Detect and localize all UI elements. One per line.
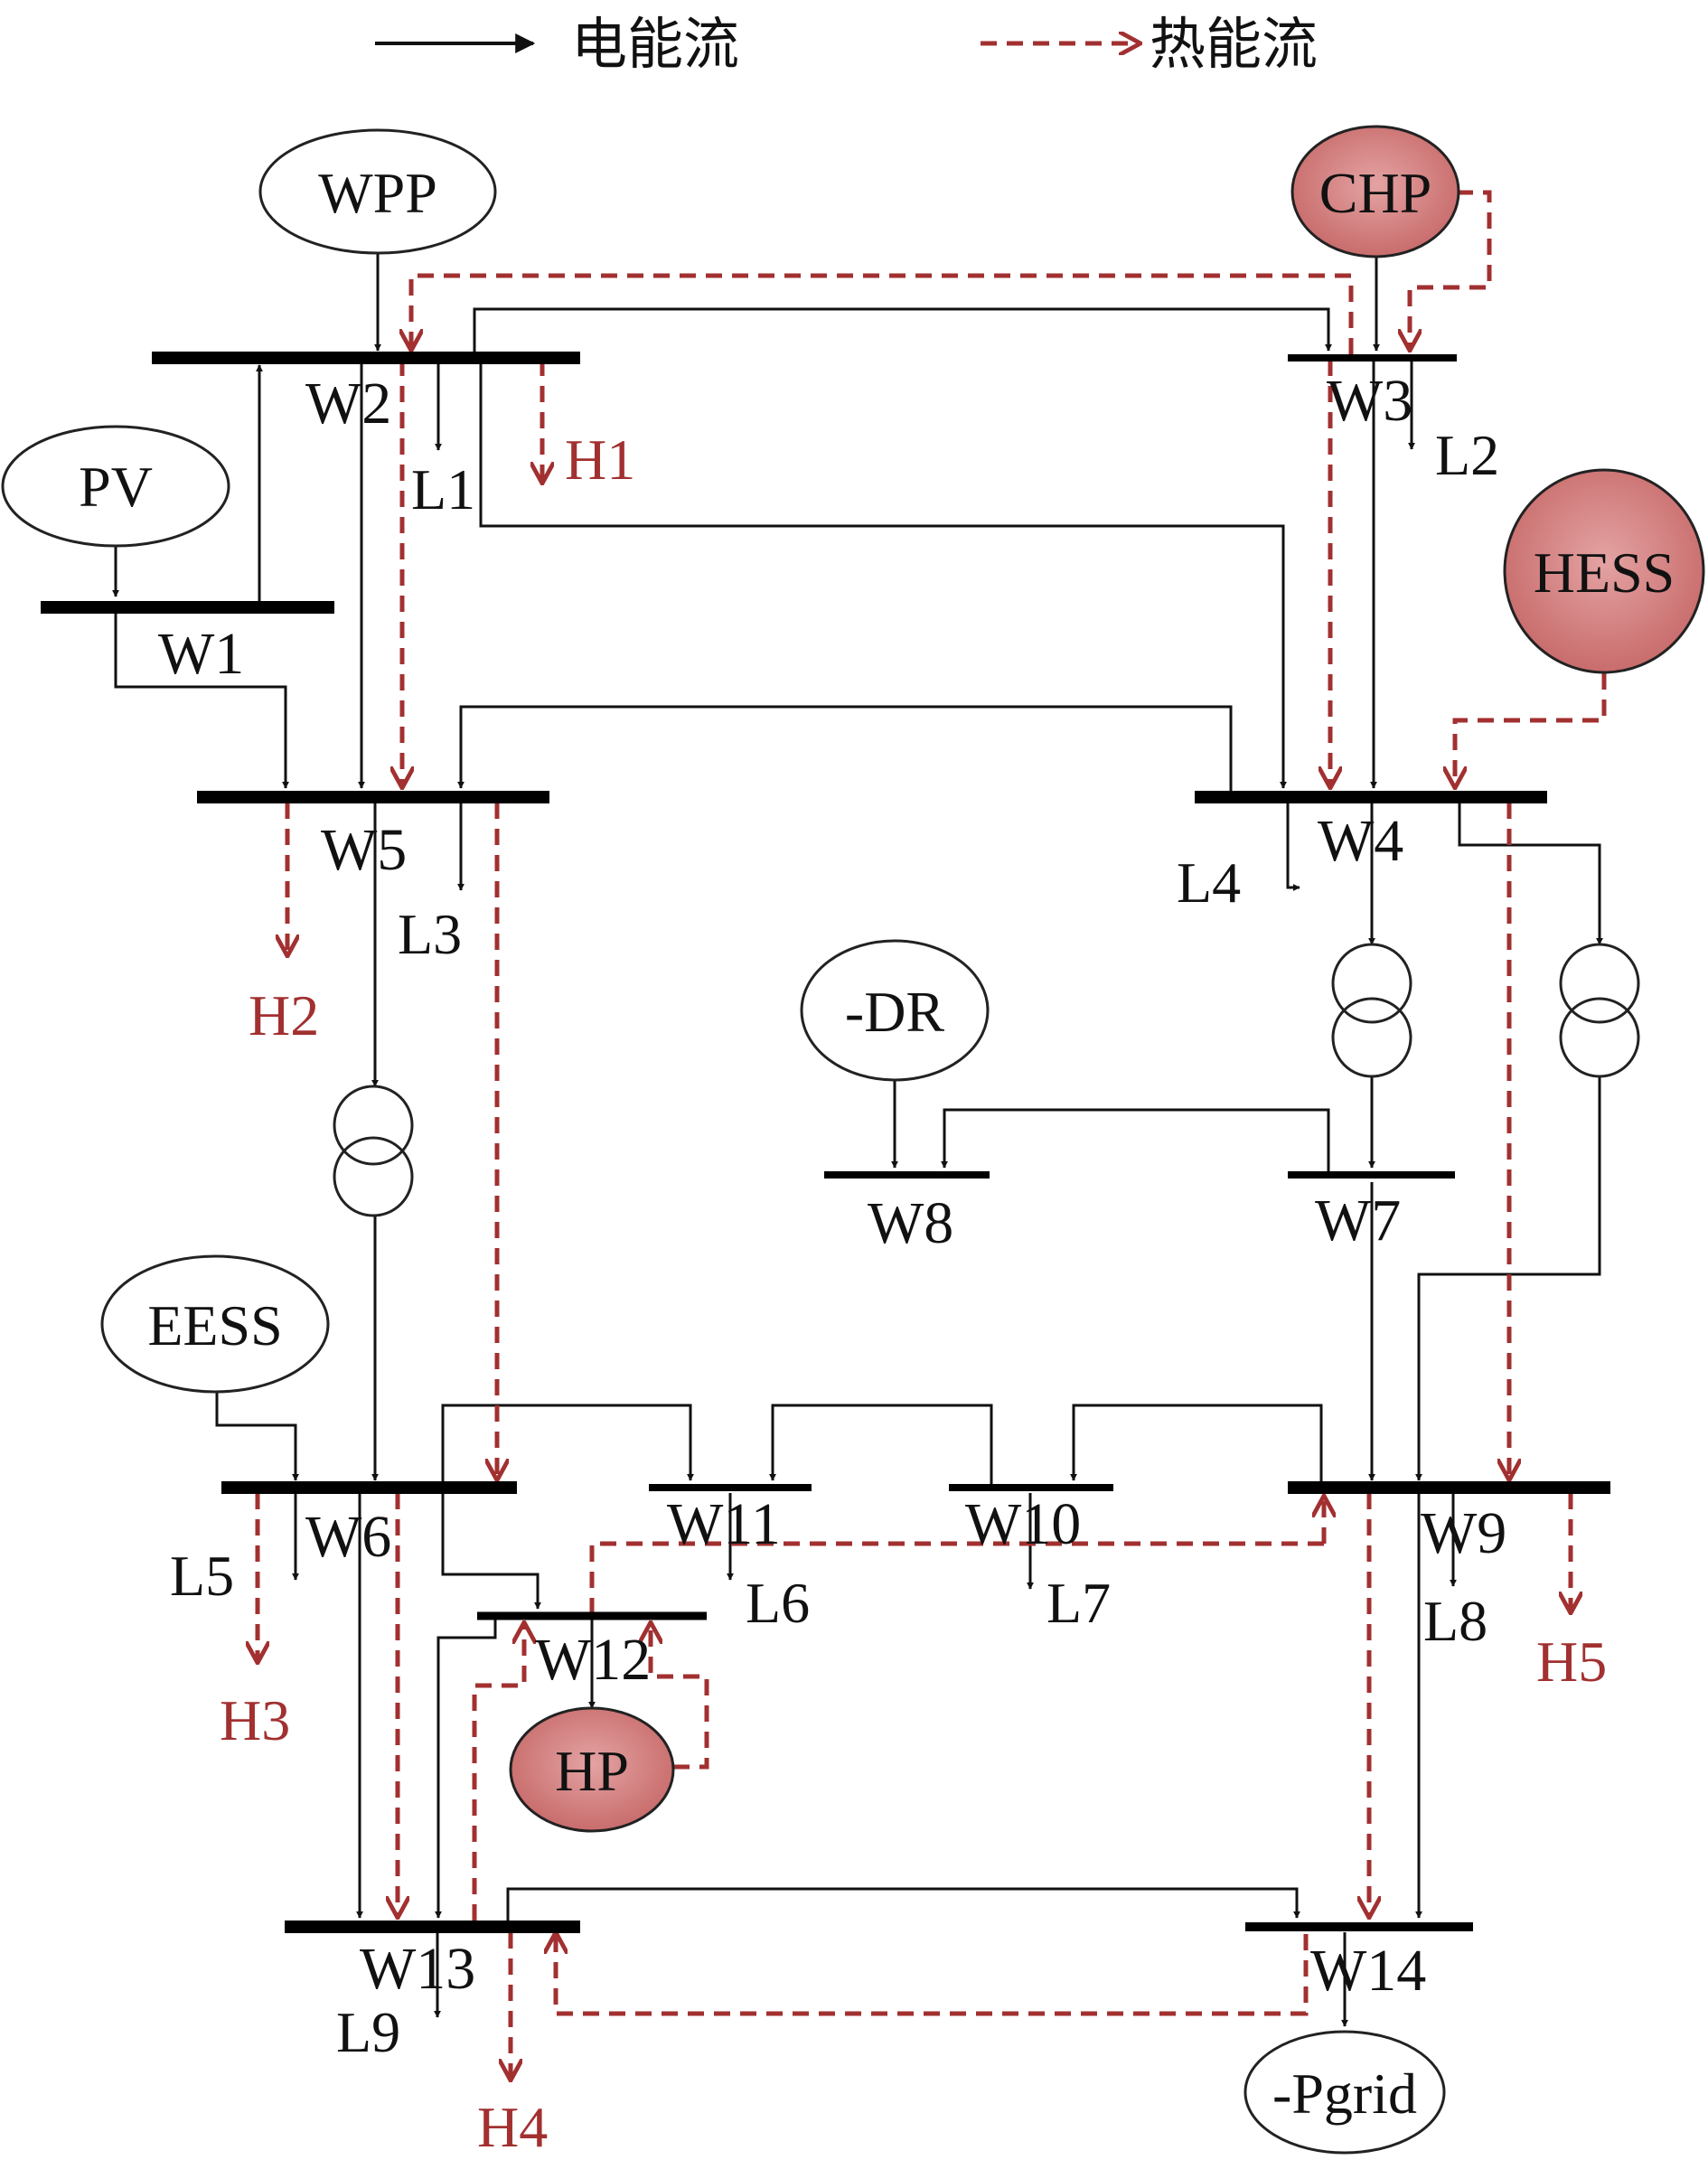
legend-heat-label: 热能流 xyxy=(1150,11,1318,77)
label-l1: L1 xyxy=(411,457,475,521)
svg-text:HESS: HESS xyxy=(1534,540,1675,605)
label-l5: L5 xyxy=(170,1544,234,1608)
label-w2: W2 xyxy=(305,371,391,437)
label-w7: W7 xyxy=(1315,1188,1401,1254)
label-h1: H1 xyxy=(565,427,635,492)
label-l6: L6 xyxy=(746,1571,810,1635)
bus-bars xyxy=(41,352,1610,1933)
label-l2: L2 xyxy=(1435,423,1499,487)
label-l3: L3 xyxy=(398,902,462,966)
svg-text:-DR: -DR xyxy=(845,980,945,1044)
label-h2: H2 xyxy=(249,983,319,1047)
nodes: WPP CHP PV HESS -DR EESS HP -Pgrid xyxy=(1,125,1705,2155)
svg-text:CHP: CHP xyxy=(1319,161,1432,225)
label-l7: L7 xyxy=(1046,1571,1111,1635)
label-w8: W8 xyxy=(868,1190,953,1256)
legend-electric-label: 电能流 xyxy=(571,11,739,77)
node-wpp: WPP xyxy=(258,128,497,255)
label-w4: W4 xyxy=(1318,808,1403,874)
svg-text:PV: PV xyxy=(79,455,153,519)
label-w12: W12 xyxy=(535,1627,651,1693)
transformers xyxy=(333,943,1640,1217)
label-w5: W5 xyxy=(321,817,407,883)
label-l8: L8 xyxy=(1423,1589,1487,1653)
node-eess: EESS xyxy=(100,1254,330,1394)
node-pv: PV xyxy=(1,425,230,548)
transformer-w5-w6 xyxy=(333,1085,414,1217)
transformer-w4-w9 xyxy=(1559,943,1640,1078)
node-chp: CHP xyxy=(1290,125,1460,258)
label-h3: H3 xyxy=(220,1688,290,1752)
label-w1: W1 xyxy=(158,621,244,687)
legend: 电能流 热能流 xyxy=(375,11,1318,77)
svg-text:HP: HP xyxy=(555,1739,629,1803)
node-pgrid: -Pgrid xyxy=(1243,2030,1446,2155)
label-w10: W10 xyxy=(965,1491,1081,1557)
label-w13: W13 xyxy=(360,1936,475,2002)
label-w11: W11 xyxy=(667,1491,781,1557)
svg-text:EESS: EESS xyxy=(147,1293,282,1357)
heat-flows xyxy=(258,190,1607,2080)
svg-text:WPP: WPP xyxy=(318,161,437,225)
svg-text:-Pgrid: -Pgrid xyxy=(1272,2061,1417,2126)
node-hess: HESS xyxy=(1503,468,1705,674)
label-l9: L9 xyxy=(336,2000,400,2064)
node-dr: -DR xyxy=(800,939,990,1082)
electric-flows xyxy=(112,253,1603,2027)
transformer-w4-w7 xyxy=(1331,943,1412,1078)
label-w3: W3 xyxy=(1327,368,1412,434)
label-l4: L4 xyxy=(1177,850,1241,915)
label-w14: W14 xyxy=(1310,1938,1426,2004)
label-w9: W9 xyxy=(1421,1500,1506,1566)
label-h5: H5 xyxy=(1536,1629,1607,1694)
electric-load-labels: L1 L2 L3 L4 L5 L6 L7 L8 L9 xyxy=(170,423,1499,2064)
heat-load-labels: H1 H2 H3 H4 H5 xyxy=(220,427,1607,2159)
label-h4: H4 xyxy=(477,2095,548,2159)
label-w6: W6 xyxy=(305,1504,391,1570)
node-hp: HP xyxy=(509,1706,675,1833)
bus-labels: W1 W2 W3 W4 W5 W6 W7 W8 W9 W10 W11 W12 W… xyxy=(158,368,1506,2004)
